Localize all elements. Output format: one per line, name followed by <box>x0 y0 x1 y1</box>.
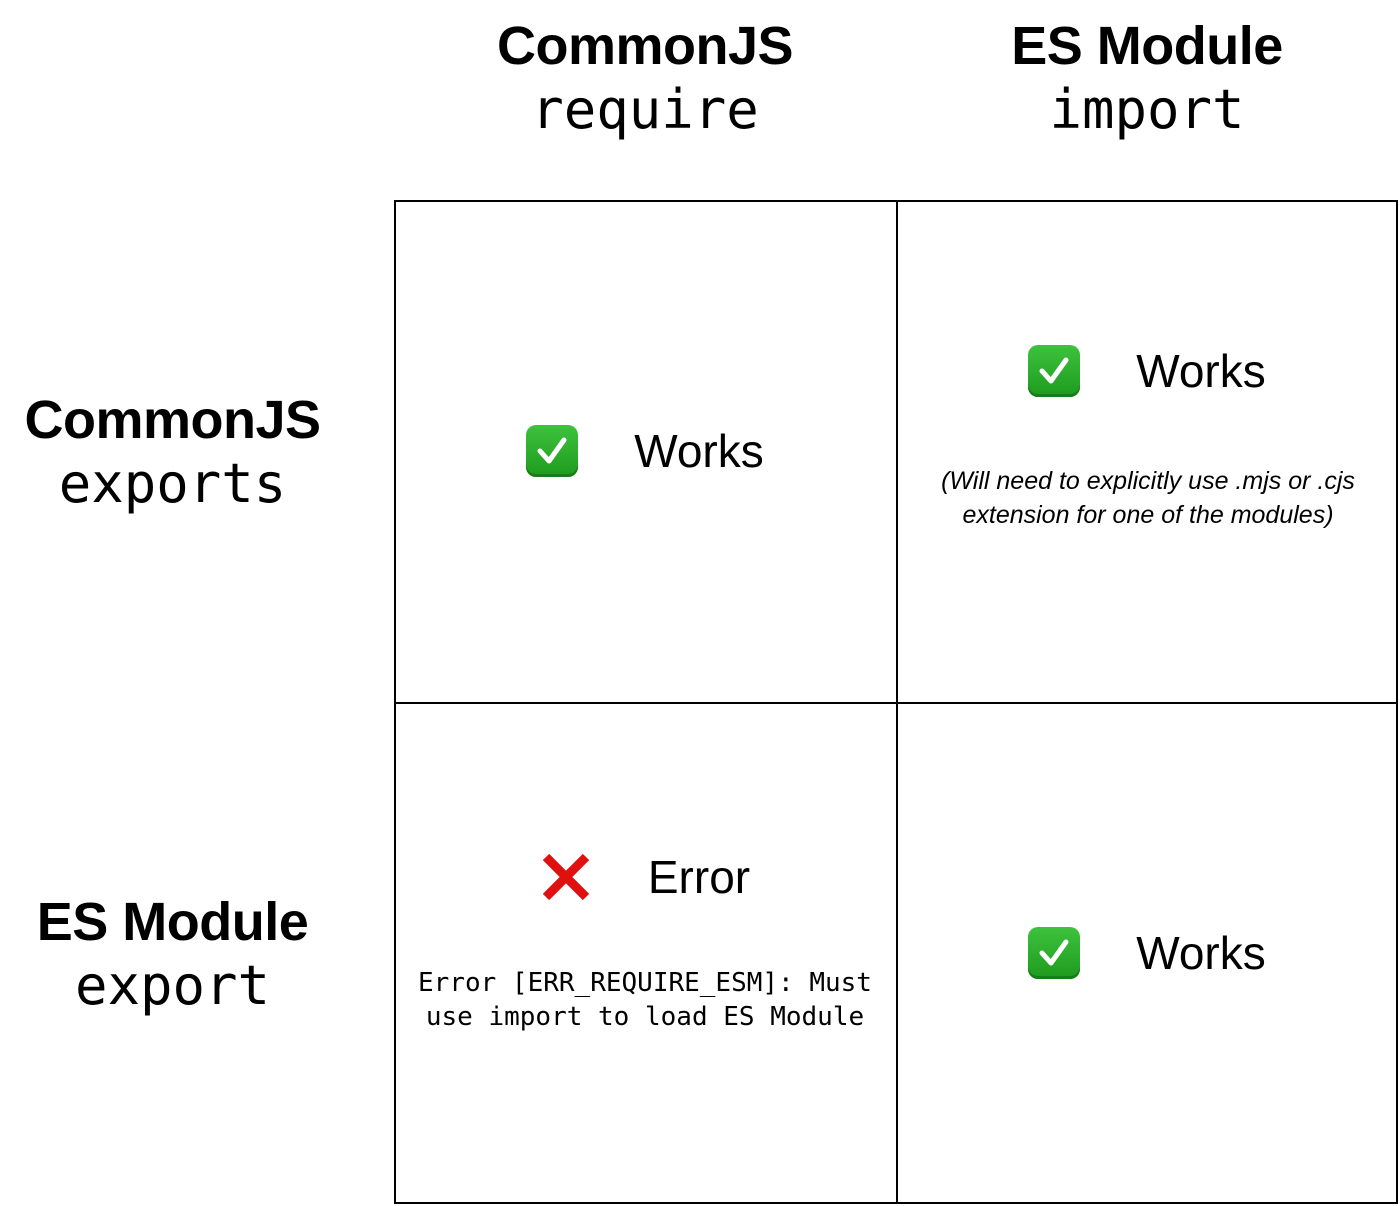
cell-commonjs-exports-import: Works (Will need to explicitly use .mjs … <box>898 202 1396 700</box>
column-header-commonjs-require: CommonJS require <box>395 14 895 142</box>
error-message: Error [ERR_REQUIRE_ESM]: Must use import… <box>418 968 872 1032</box>
row-title: ES Module <box>36 892 309 952</box>
cell-commonjs-exports-require: Works <box>396 202 894 700</box>
status-row: Works <box>396 424 894 478</box>
column-title: ES Module <box>1011 16 1283 76</box>
row-code: export <box>74 954 271 1017</box>
status-row: Works <box>898 344 1396 398</box>
cell-esmodule-export-import: Works <box>898 704 1396 1202</box>
row-header-esmodule-export: ES Module export <box>0 890 345 1018</box>
check-mark-icon <box>526 425 579 477</box>
status-label: Works <box>1136 927 1266 979</box>
column-header-esmodule-import: ES Module import <box>897 14 1397 142</box>
compatibility-matrix: Works Works (Will need to explicitly use… <box>394 200 1398 1204</box>
status-label: Error <box>647 851 751 903</box>
extension-note: (Will need to explicitly use .mjs or .cj… <box>941 467 1355 529</box>
check-mark-icon <box>1028 345 1081 397</box>
cross-mark-icon <box>540 851 592 903</box>
column-code: import <box>1049 78 1245 141</box>
column-code: require <box>531 78 759 141</box>
cell-esmodule-export-require: Error Error [ERR_REQUIRE_ESM]: Must use … <box>396 704 894 1202</box>
grid-divider-horizontal <box>396 702 1396 704</box>
status-row: Works <box>898 926 1396 980</box>
row-title: CommonJS <box>24 390 321 450</box>
status-label: Works <box>634 425 764 477</box>
status-label: Works <box>1136 345 1266 397</box>
check-mark-icon <box>1028 927 1081 979</box>
row-header-commonjs-exports: CommonJS exports <box>0 388 345 516</box>
column-title: CommonJS <box>496 16 794 76</box>
row-code: exports <box>58 452 287 515</box>
status-row: Error <box>396 850 894 904</box>
